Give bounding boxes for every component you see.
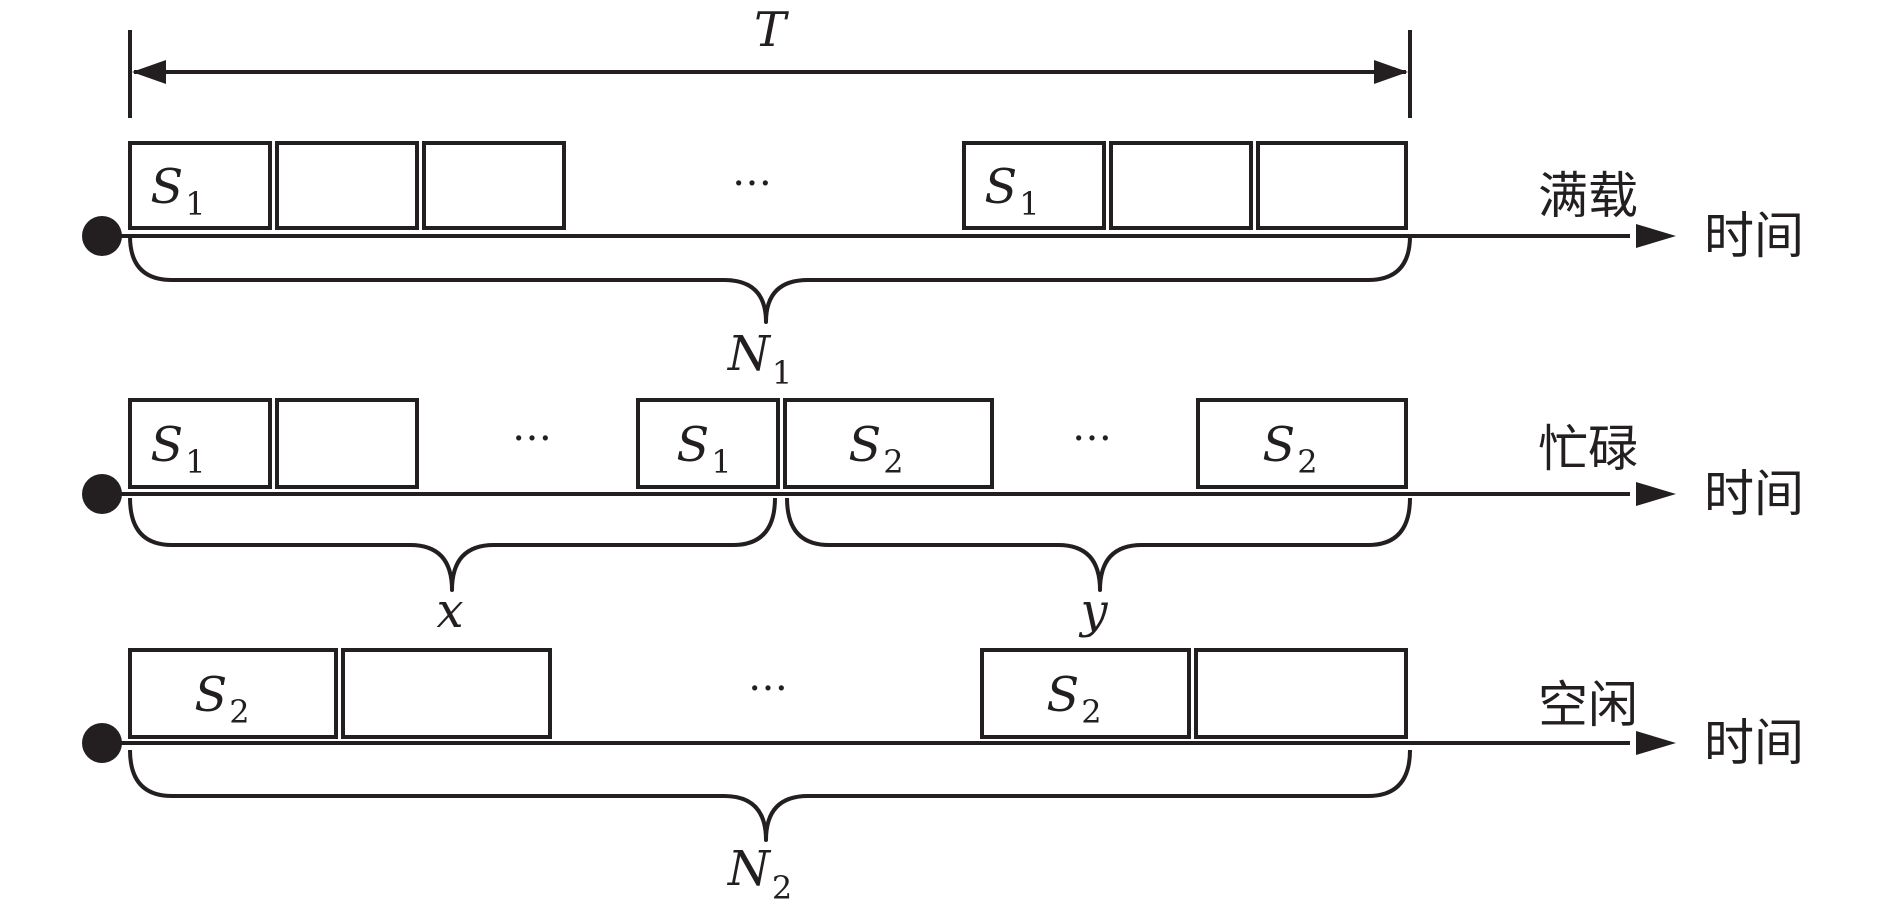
row3-brace (128, 749, 1412, 842)
period-label: T (754, 2, 789, 58)
row2-state-label: 忙碌 (1538, 420, 1638, 478)
row1-state-label: 满载 (1538, 167, 1638, 225)
row3-slot-3 (980, 648, 1191, 739)
row2-ellipsis-1: … (512, 404, 552, 450)
row3-origin-dot (82, 723, 122, 763)
row3-brace-label: N2 (727, 841, 792, 907)
row1-ellipsis: … (732, 149, 772, 195)
period-right-arrowhead (1374, 60, 1408, 84)
row1-slot-1 (128, 141, 272, 230)
row2-brace-right (785, 497, 1412, 592)
row2-brace-right-label: y (1078, 583, 1108, 639)
row3-state-label: 空闲 (1538, 676, 1638, 734)
row2-ellipsis-2: … (1072, 404, 1112, 450)
row2-origin-dot (82, 474, 122, 514)
row1-slot-2 (275, 141, 419, 230)
row1-origin-dot (82, 216, 122, 256)
row1-slot-4-label: S1 (984, 159, 1039, 223)
row3-axis-arrowhead (1636, 731, 1676, 755)
row3-slot-1 (128, 648, 338, 739)
row2-slot-3-label: S1 (676, 417, 731, 481)
row1-axis-label: 时间 (1704, 207, 1804, 265)
row3-slot-2 (341, 648, 552, 739)
row1-brace (128, 235, 1412, 324)
row2-slot-1 (128, 398, 272, 489)
row2-slot-5-label: S2 (1262, 417, 1317, 481)
row3-axis-label: 时间 (1704, 714, 1804, 772)
row2-axis-label: 时间 (1704, 465, 1804, 523)
row2-slot-5 (1196, 398, 1408, 489)
row3-ellipsis: … (748, 654, 788, 700)
row2-slot-4-label: S2 (848, 417, 903, 481)
row1-slot-6 (1256, 141, 1408, 230)
row-full-load: S1 S1 … 满载 时间 N1 (82, 141, 1804, 392)
period-dimension: T (128, 2, 1412, 118)
row2-slot-1-label: S1 (150, 417, 205, 481)
row2-brace-left-label: x (436, 583, 463, 639)
row-idle: S2 S2 … 空闲 时间 N2 (82, 648, 1804, 907)
row3-slot-4 (1194, 648, 1408, 739)
row3-slot-3-label: S2 (1046, 667, 1101, 731)
row1-slot-3 (422, 141, 566, 230)
row2-slot-4 (783, 398, 994, 489)
row3-slot-1-label: S2 (194, 667, 249, 731)
row2-slot-2 (275, 398, 419, 489)
row2-axis-arrowhead (1636, 482, 1676, 506)
row1-slot-5 (1109, 141, 1253, 230)
row1-slot-1-label: S1 (150, 159, 205, 223)
row2-slot-3 (636, 398, 780, 489)
row1-slot-4 (962, 141, 1106, 230)
row2-brace-left (128, 497, 777, 592)
row-busy: S1 S1 S2 S2 … … 忙碌 时间 x y (82, 398, 1804, 639)
period-left-arrowhead (132, 60, 166, 84)
row1-brace-label: N1 (727, 326, 792, 392)
row1-axis-arrowhead (1636, 224, 1676, 248)
